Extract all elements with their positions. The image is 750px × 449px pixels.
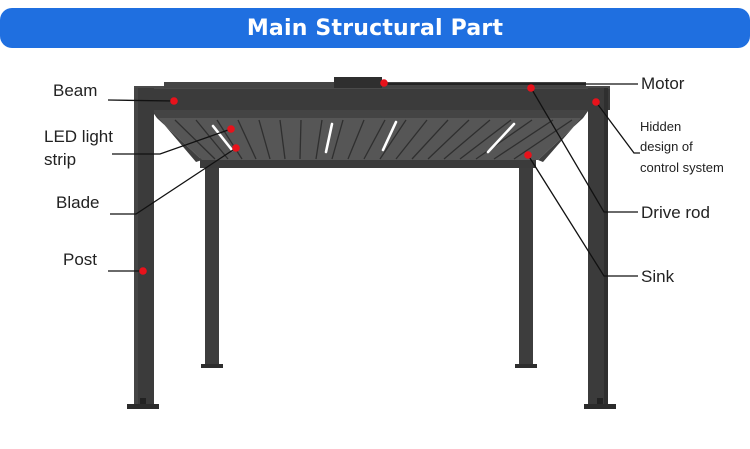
marker-post [139, 267, 147, 275]
leader-hidden [595, 101, 640, 154]
label-hidden-line1: Hidden [640, 119, 681, 134]
leader-sink [527, 154, 638, 277]
marker-drive-rod [527, 84, 535, 92]
label-sink: Sink [641, 267, 675, 286]
marker-motor [380, 79, 388, 87]
marker-hidden [592, 98, 600, 106]
led-light-strips [211, 120, 516, 154]
top-beam [134, 86, 610, 110]
label-led-line2: strip [44, 150, 76, 169]
inner-frame-rim [150, 108, 590, 118]
label-beam: Beam [53, 81, 97, 100]
pergola-structure [127, 77, 616, 409]
label-motor: Motor [641, 74, 685, 93]
label-hidden-line3: control system [640, 160, 724, 175]
leader-led [112, 128, 232, 155]
label-post: Post [63, 250, 97, 269]
marker-sink [524, 151, 532, 159]
blades [174, 119, 573, 160]
leader-drive-rod [530, 87, 638, 213]
label-drive-rod: Drive rod [641, 203, 710, 222]
marker-beam [170, 97, 178, 105]
markers [139, 79, 600, 275]
marker-led [227, 125, 235, 133]
marker-blade [232, 144, 240, 152]
label-hidden-line2: design of [640, 139, 693, 154]
back-beam [200, 158, 536, 168]
labels: Beam LED light strip Blade Post Motor Hi… [44, 74, 724, 286]
back-post-right [519, 160, 533, 366]
page-title: Main Structural Part [246, 15, 504, 41]
roof-panel [157, 118, 583, 160]
label-blade: Blade [56, 193, 99, 212]
motor-housing [334, 77, 382, 88]
label-led-line1: LED light [44, 127, 113, 146]
front-post-right [588, 88, 608, 406]
title-banner: Main Structural Part [0, 8, 750, 48]
leader-lines [107, 83, 640, 277]
leader-beam [107, 99, 175, 102]
front-post-left [134, 88, 154, 406]
back-post-left [205, 160, 219, 366]
leader-blade [110, 147, 237, 215]
